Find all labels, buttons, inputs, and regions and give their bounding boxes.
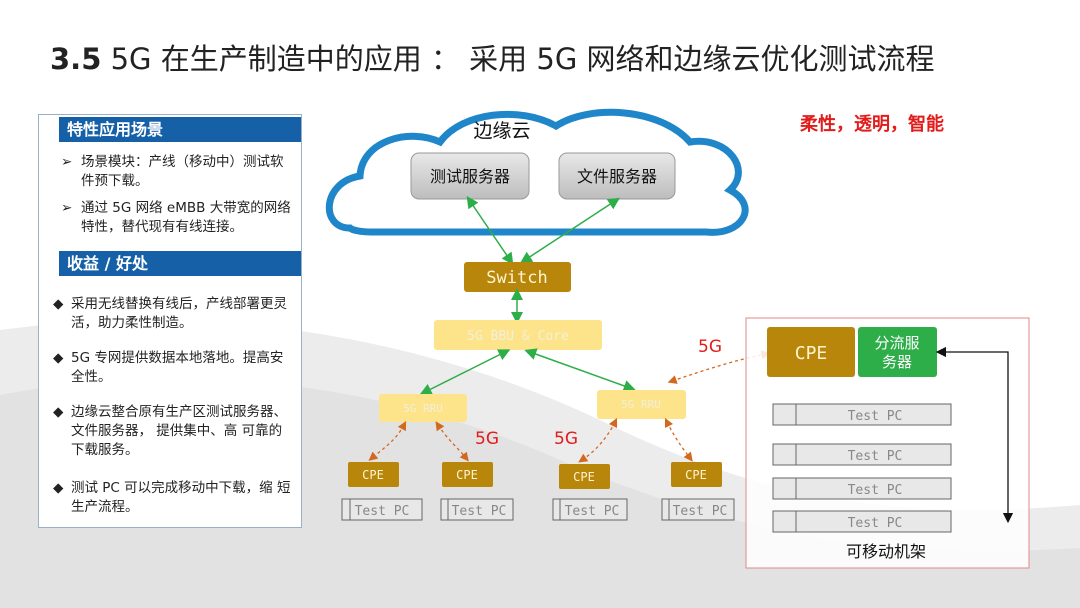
diamond-bullet-icon: ◆ (53, 350, 64, 366)
cpe-box (348, 462, 399, 487)
rack-label: 可移动机架 (846, 542, 926, 561)
rack-cpe-label: CPE (795, 343, 828, 364)
cpe-box (559, 464, 610, 489)
rack-connector (935, 346, 1014, 524)
bbu-core-box (434, 320, 602, 350)
rru-left-label: 5G RRU (403, 402, 443, 415)
title-number: 3.5 (50, 42, 102, 76)
list-item: ➢ 通过 5G 网络 eMBB 大带宽的网络特性，替代现有有线连接。 (61, 200, 291, 235)
link-line (524, 348, 636, 392)
link-line (519, 197, 621, 264)
file-server-label: 文件服务器 (577, 167, 657, 186)
split-server-line2: 务器 (882, 353, 912, 371)
list-item: ◆ 采用无线替换有线后，产线部署更灵活，助力柔性制造。 (53, 296, 287, 331)
test-pc-box (552, 498, 628, 521)
cpe-label: CPE (362, 468, 384, 482)
rack-test-pc-label: Test PC (848, 516, 903, 531)
cpe-label: CPE (456, 468, 478, 482)
switch-label: Switch (486, 268, 547, 288)
link-line (419, 349, 511, 395)
switch-box (464, 262, 571, 292)
tag-5g: 5G (475, 429, 499, 449)
rru-left-box (379, 394, 467, 422)
rru-right-box (597, 390, 686, 419)
wireless-link (578, 417, 618, 463)
wireless-link (368, 420, 407, 461)
list-item: ◆ 测试 PC 可以完成移动中下载，缩 短生产流程。 (53, 480, 291, 515)
title-text: 5G 在生产制造中的应用 ： 采用 5G 网络和边缘云优化测试流程 (101, 42, 935, 76)
edge-cloud-shape (325, 108, 749, 236)
section-benefits-header: 收益 / 好处 (59, 251, 301, 276)
wireless-link (667, 350, 771, 384)
cpe-box (671, 462, 722, 487)
cpe-label: CPE (573, 470, 595, 484)
list-item: ◆ 5G 专网提供数据本地落地。提高安全性。 (53, 350, 284, 385)
link-line (466, 196, 514, 265)
cpe-label: CPE (685, 468, 707, 482)
split-server-box (858, 327, 937, 377)
page-title: 3.5 5G 在生产制造中的应用 ： 采用 5G 网络和边缘云优化测试流程 (50, 40, 1050, 78)
diamond-bullet-icon: ◆ (53, 480, 64, 496)
cpe-box (442, 462, 493, 487)
split-server-line1: 分流服 (874, 334, 919, 352)
arrow-bullet-icon: ➢ (61, 154, 73, 170)
slogan-text: 柔性，透明，智能 (800, 113, 944, 135)
test-server-label: 测试服务器 (430, 167, 510, 186)
diamond-bullet-icon: ◆ (53, 296, 64, 312)
section-features-header: 特性应用场景 (59, 117, 301, 142)
wireless-link (664, 417, 693, 462)
arrow-bullet-icon: ➢ (61, 200, 73, 216)
wireless-link (435, 421, 469, 462)
test-pc-label: Test PC (452, 504, 507, 519)
list-item: ◆ 边缘云整合原有生产区测试服务器、文件服务器， 提供集中、高 可靠的下载服务。 (53, 404, 287, 458)
tag-5g: 5G (698, 337, 722, 357)
test-pc-box (440, 498, 514, 521)
rack-test-pc-label: Test PC (848, 483, 903, 498)
bbu-core-label: 5G BBU & Core (467, 329, 569, 344)
test-pc-label: Test PC (355, 504, 410, 519)
diamond-bullet-icon: ◆ (53, 404, 64, 420)
test-pc-label: Test PC (565, 504, 620, 519)
split-server-label: 分流服务器 (874, 334, 919, 371)
rack-test-pc-label: Test PC (848, 449, 903, 464)
test-pc-box (341, 498, 423, 521)
list-item: ➢ 场景模块：产线（移动中）测试软件预下载。 (61, 154, 284, 189)
rack-cpe-box (767, 327, 855, 377)
info-panel: 特性应用场景 ➢ 场景模块：产线（移动中）测试软件预下载。 ➢ 通过 5G 网络… (38, 114, 302, 528)
rru-right-label: 5G RRU (621, 398, 661, 411)
test-pc-box (661, 498, 735, 521)
tag-5g: 5G (554, 429, 578, 449)
test-pc-label: Test PC (673, 504, 728, 519)
cloud-label: 边缘云 (473, 120, 530, 142)
rack-test-pc-label: Test PC (848, 409, 903, 424)
